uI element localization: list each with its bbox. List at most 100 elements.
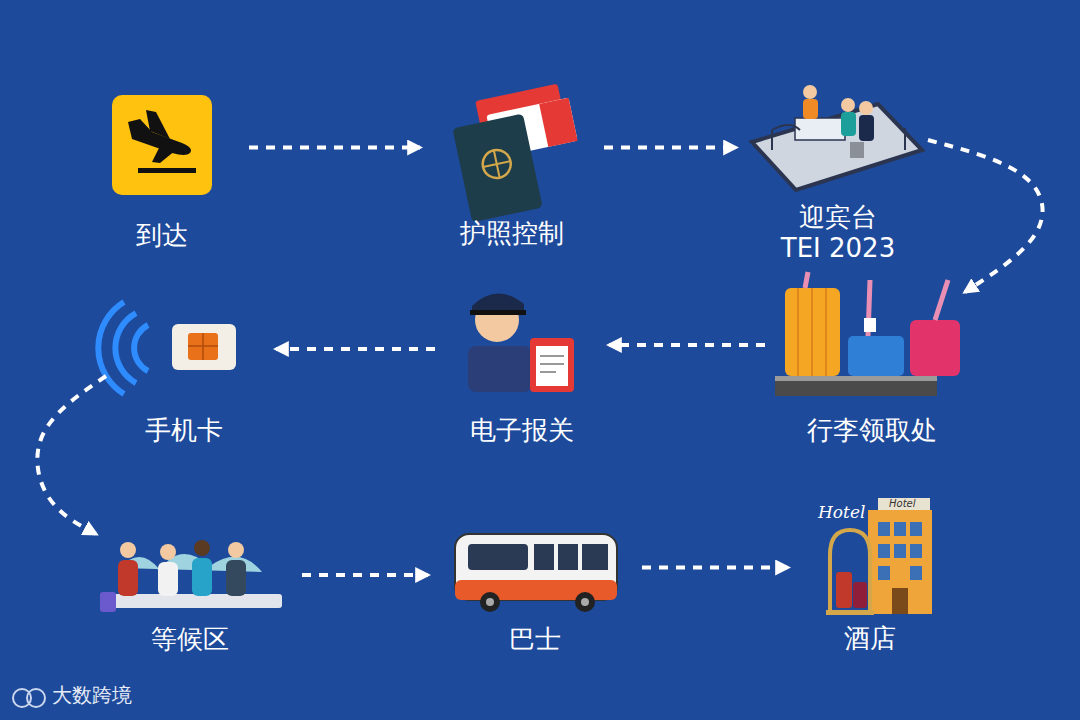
hotel-icon — [836, 572, 852, 608]
hotel-icon — [878, 544, 890, 558]
customs-officer-icon — [470, 310, 526, 315]
passport-icon — [448, 82, 590, 222]
welcome-desk-icon — [841, 98, 855, 112]
step-label: 电子报关 — [457, 415, 587, 446]
sim-card-icon — [188, 333, 218, 360]
bus-icon — [468, 544, 528, 570]
welcome-desk-icon — [859, 101, 873, 115]
hotel-icon — [830, 530, 870, 612]
watermark-logo — [27, 689, 45, 707]
waiting-area-icon — [192, 558, 212, 596]
welcome-desk-icon — [752, 104, 922, 190]
step-label: 巴士 — [450, 624, 620, 655]
watermark-logo — [13, 689, 45, 707]
hotel-icon — [878, 566, 890, 580]
waiting-area-icon — [158, 562, 178, 596]
sim-card-icon — [188, 333, 218, 360]
bus-icon — [582, 544, 608, 570]
dashed-arrow — [642, 566, 788, 570]
passport-icon — [480, 147, 513, 180]
waiting-area-icon — [228, 542, 244, 558]
sign-text: Hotel — [889, 499, 916, 509]
customs-officer-icon — [530, 338, 574, 392]
dashed-arrow — [604, 146, 736, 150]
arrival-icon — [112, 95, 212, 195]
step-node: 等候区 — [100, 528, 280, 659]
waiting-area-icon — [110, 594, 282, 608]
customs-officer-icon — [536, 346, 568, 386]
step-node: 迎宾台 TEI 2023 — [758, 62, 918, 268]
hotel-icon — [826, 610, 874, 615]
bus-icon — [581, 598, 589, 606]
hotel-icon — [878, 522, 890, 536]
baggage-claim-icon — [848, 336, 904, 376]
dashed-arrow — [302, 573, 428, 577]
bus-icon — [480, 592, 500, 612]
baggage-claim-icon — [775, 272, 960, 396]
dashed-arrow — [276, 347, 435, 351]
step-label: 手机卡 — [114, 415, 254, 446]
hotel-icon — [894, 544, 906, 558]
customs-officer-icon — [472, 293, 524, 312]
hotel-icon — [892, 588, 908, 614]
dashed-arrow — [609, 343, 765, 347]
welcome-desk-icon — [803, 85, 817, 99]
bus-icon — [575, 592, 595, 612]
dashed-arrow — [249, 146, 420, 150]
sim-card-icon — [115, 313, 136, 383]
bus-icon — [486, 598, 494, 606]
step-label: 迎宾台 TEI 2023 — [776, 202, 900, 264]
waiting-area-icon — [194, 540, 210, 556]
waiting-area-icon — [160, 544, 176, 560]
step-label: 酒店 — [810, 623, 930, 654]
hotel-icon — [910, 566, 922, 580]
bus-icon — [455, 534, 617, 612]
customs-officer-icon — [468, 346, 532, 392]
welcome-desk-icon — [859, 115, 874, 141]
dashed-arrow — [928, 140, 1043, 292]
step-node: 手机卡 — [114, 298, 254, 450]
step-node: 到达 — [97, 90, 227, 255]
baggage-claim-icon — [805, 272, 948, 336]
welcome-desk-icon — [752, 85, 922, 190]
hotel-icon — [878, 498, 930, 512]
welcome-desk-icon — [795, 118, 845, 140]
customs-officer-icon — [468, 293, 574, 392]
passport-icon — [480, 147, 513, 180]
passport-icon — [539, 98, 577, 147]
baggage-claim-icon — [785, 288, 840, 376]
bus-icon — [455, 534, 617, 600]
arrival-icon — [138, 168, 196, 173]
baggage-claim-icon — [864, 318, 876, 332]
bus-icon — [534, 544, 554, 570]
step-node: 巴士 — [450, 530, 620, 659]
waiting-area-icon — [100, 540, 282, 612]
sim-card-icon — [98, 302, 236, 394]
welcome-desk-icon — [850, 142, 864, 158]
arrival-icon — [146, 110, 170, 139]
watermark: 大数跨境 — [52, 685, 132, 705]
hotel-icon — [853, 582, 867, 608]
hotel-icon — [868, 510, 932, 614]
waiting-area-icon — [120, 542, 136, 558]
step-label: 等候区 — [100, 624, 280, 655]
waiting-area-icon — [118, 560, 138, 596]
sign-text: Hotel — [818, 504, 865, 521]
hotel-icon — [910, 522, 922, 536]
baggage-claim-icon — [910, 320, 960, 376]
bus-icon — [558, 544, 578, 570]
step-node: 行李领取处 — [787, 270, 957, 450]
baggage-claim-icon — [798, 288, 826, 376]
dashed-arrow — [37, 376, 106, 534]
passport-icon — [452, 114, 542, 223]
waiting-area-icon — [226, 560, 246, 596]
welcome-desk-icon — [803, 99, 818, 119]
sim-card-icon — [172, 324, 236, 370]
hotel-icon — [910, 544, 922, 558]
